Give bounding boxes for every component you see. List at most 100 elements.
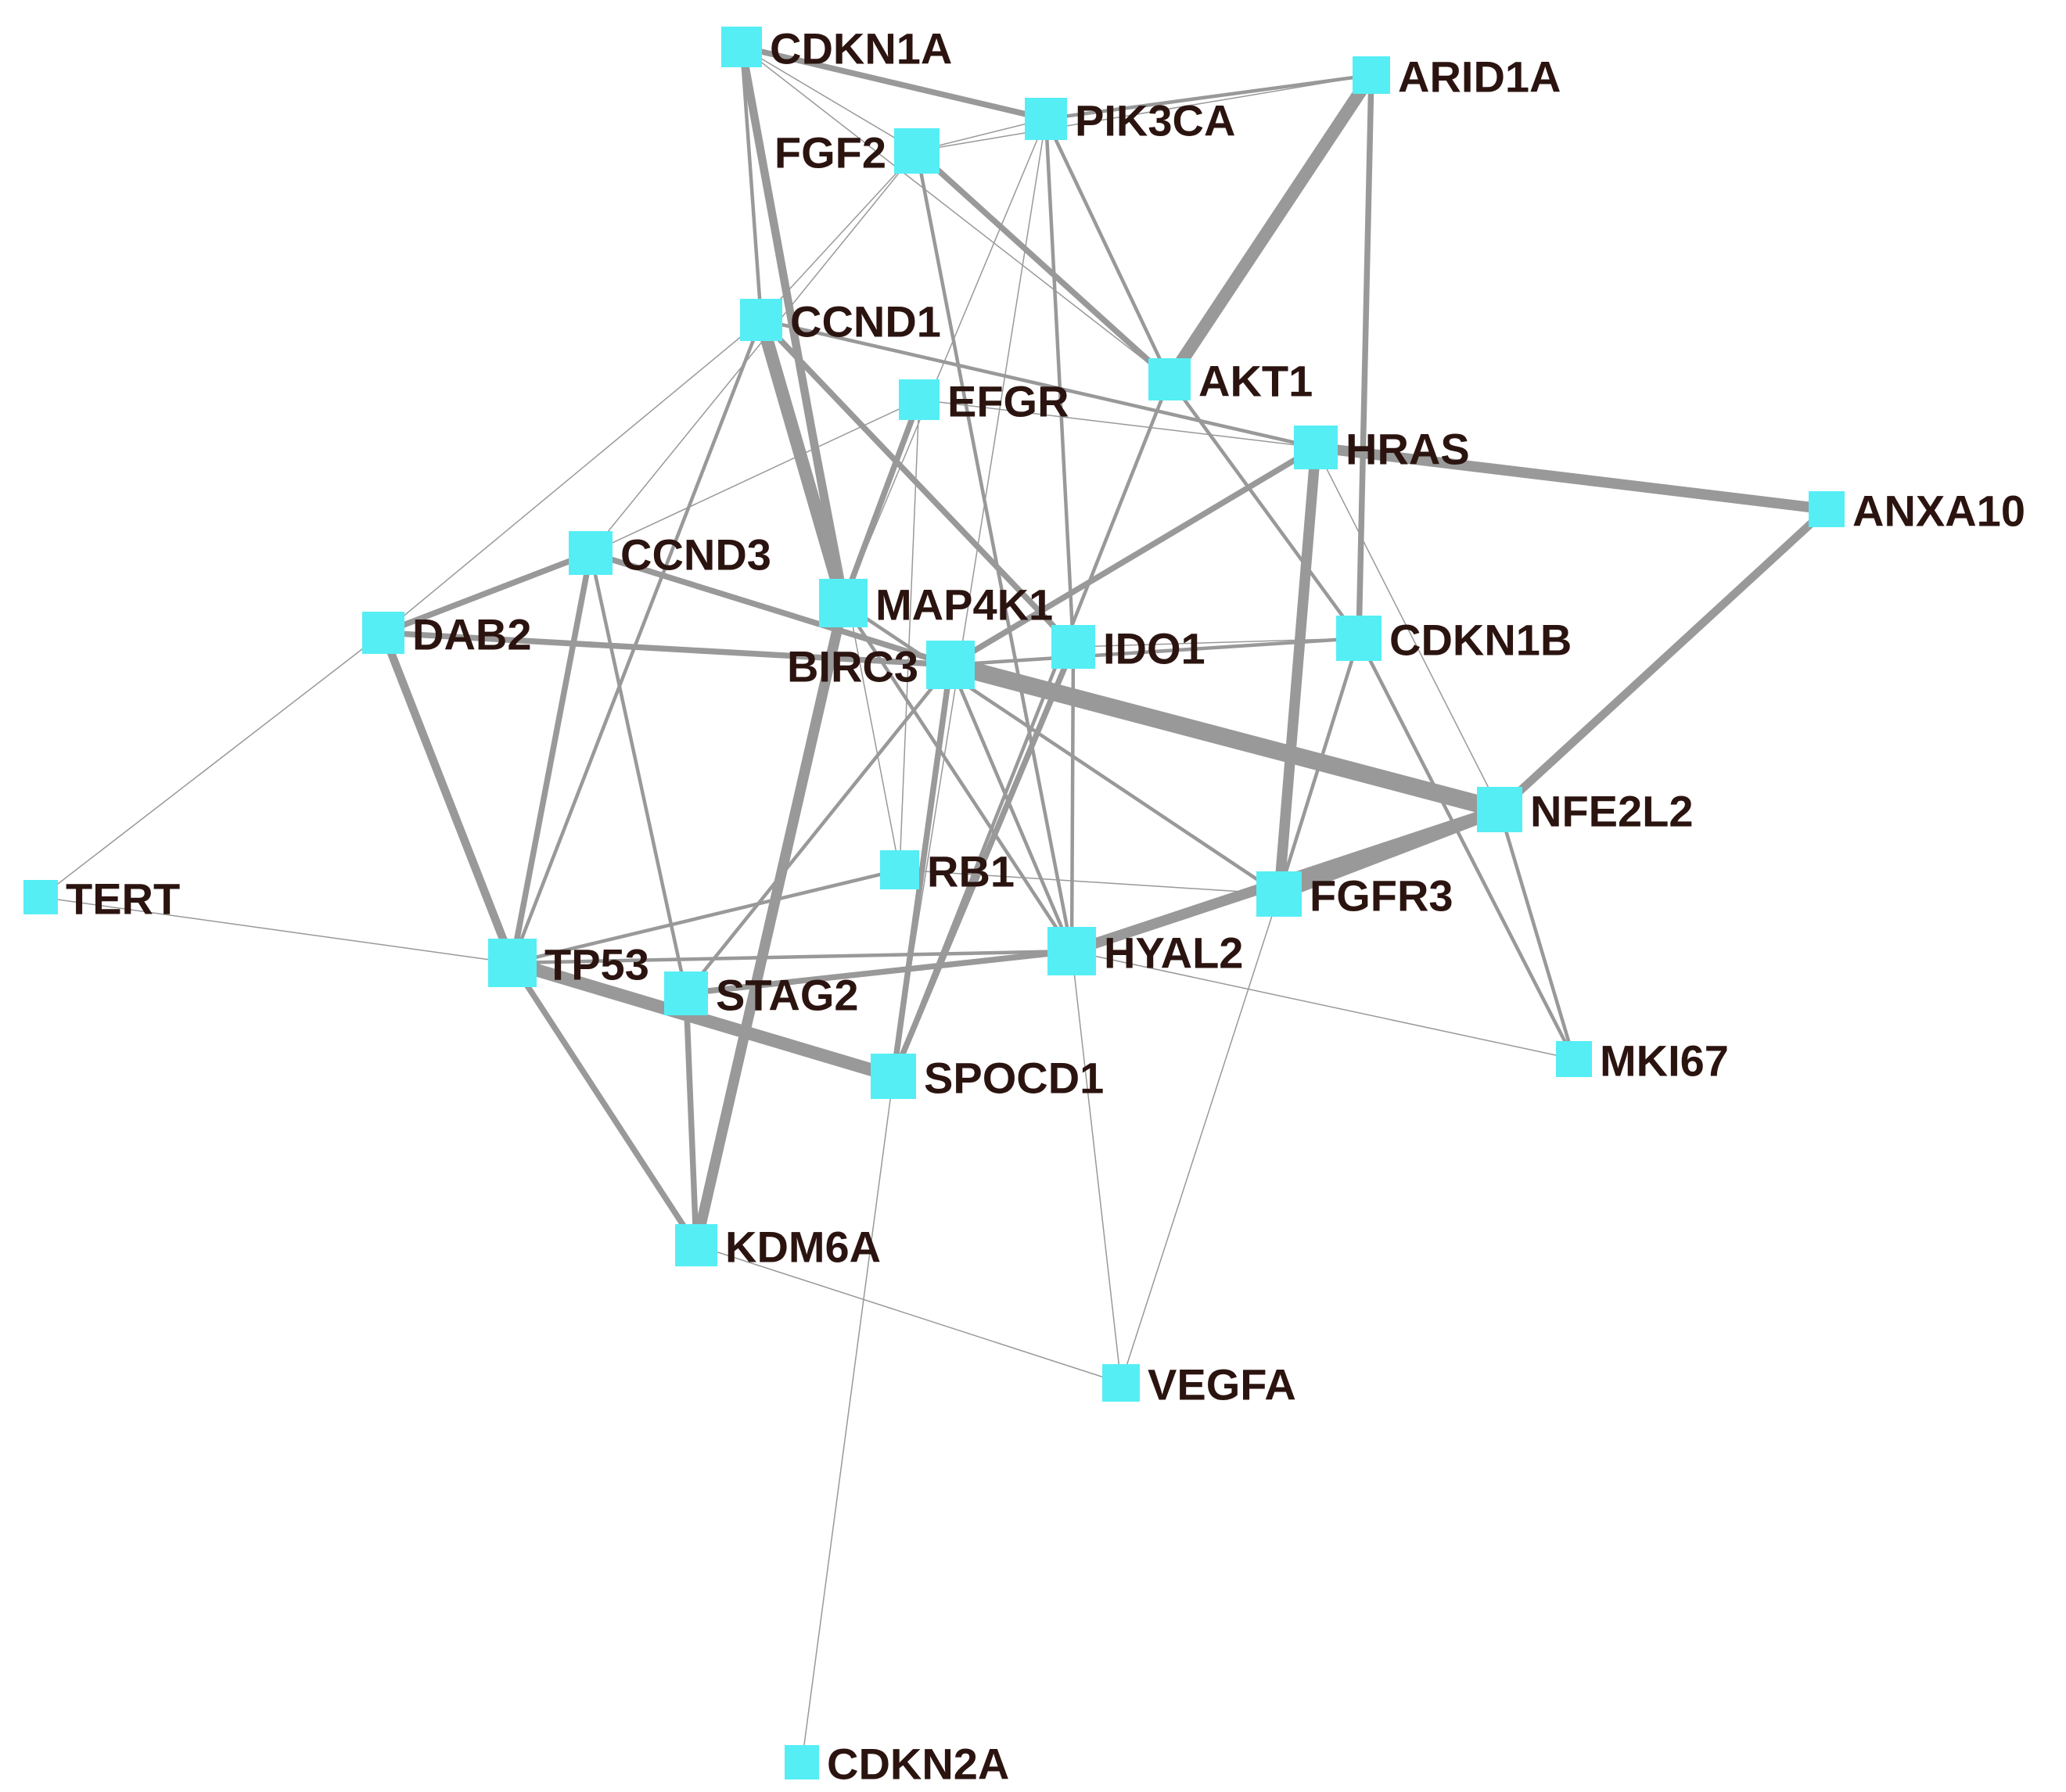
node-fgfr3[interactable]: FGFR3 bbox=[1256, 871, 1453, 921]
node-anxa10[interactable]: ANXA10 bbox=[1809, 487, 2025, 536]
node-label-mki67: MKI67 bbox=[1600, 1036, 1729, 1086]
node-label-map4k1: MAP4K1 bbox=[875, 580, 1053, 630]
node-marker-stag2[interactable] bbox=[664, 971, 708, 1015]
node-cdkn1b[interactable]: CDKN1B bbox=[1336, 616, 1572, 665]
node-marker-spocd1[interactable] bbox=[871, 1054, 916, 1099]
edge-map4k1-fgfr3 bbox=[842, 602, 1281, 896]
node-mki67[interactable]: MKI67 bbox=[1556, 1036, 1729, 1086]
node-marker-efgr[interactable] bbox=[899, 379, 940, 420]
node-birc3[interactable]: BIRC3 bbox=[787, 641, 975, 691]
node-label-fgfr3: FGFR3 bbox=[1310, 871, 1453, 921]
node-hyal2[interactable]: HYAL2 bbox=[1047, 927, 1243, 978]
node-marker-kdm6a[interactable] bbox=[675, 1224, 717, 1266]
node-label-efgr: EFGR bbox=[947, 377, 1069, 426]
node-marker-fgfr3[interactable] bbox=[1256, 871, 1302, 917]
node-ccnd3[interactable]: CCND3 bbox=[569, 530, 771, 580]
node-marker-nfe2l2[interactable] bbox=[1477, 787, 1522, 832]
node-dab2[interactable]: DAB2 bbox=[362, 610, 531, 659]
node-marker-vegfa[interactable] bbox=[1102, 1364, 1140, 1402]
edge-cdkn1a-pik3ca bbox=[741, 44, 1047, 122]
node-hras[interactable]: HRAS bbox=[1294, 425, 1470, 474]
node-fgf2[interactable]: FGF2 bbox=[774, 128, 940, 178]
edge-anxa10-nfe2l2 bbox=[1497, 506, 1830, 813]
node-rb1[interactable]: RB1 bbox=[880, 847, 1015, 896]
node-marker-ccnd1[interactable] bbox=[740, 299, 782, 341]
edge-hyal2-mki67 bbox=[1071, 950, 1575, 1060]
node-marker-akt1[interactable] bbox=[1148, 358, 1191, 400]
edge-birc3-nfe2l2 bbox=[948, 656, 1502, 818]
node-marker-ido1[interactable] bbox=[1051, 625, 1095, 669]
edge-hyal2-vegfa bbox=[1071, 950, 1122, 1384]
edge-ccnd1-map4k1 bbox=[755, 318, 850, 605]
node-marker-tert[interactable] bbox=[23, 880, 58, 914]
node-spocd1[interactable]: SPOCD1 bbox=[871, 1054, 1104, 1103]
edge-fgf2-ccnd3 bbox=[590, 150, 918, 554]
node-vegfa[interactable]: VEGFA bbox=[1102, 1360, 1296, 1410]
edge-arid1a-fgf2 bbox=[916, 74, 1372, 152]
node-marker-birc3[interactable] bbox=[926, 641, 975, 689]
edge-ccnd1-dab2 bbox=[383, 319, 762, 634]
node-marker-fgf2[interactable] bbox=[894, 128, 940, 174]
edge-hyal2-stag2 bbox=[685, 948, 1073, 997]
edge-spocd1-cdkn2a bbox=[801, 1076, 894, 1763]
edge-dab2-tert bbox=[40, 632, 384, 898]
edge-dab2-tp53 bbox=[379, 631, 516, 964]
node-label-cdkn2a: CDKN2A bbox=[827, 1740, 1009, 1789]
node-marker-pik3ca[interactable] bbox=[1025, 98, 1067, 140]
edge-rb1-fgfr3 bbox=[899, 869, 1280, 895]
node-label-spocd1: SPOCD1 bbox=[924, 1054, 1104, 1103]
node-tp53[interactable]: TP53 bbox=[488, 939, 649, 989]
node-cdkn2a[interactable]: CDKN2A bbox=[785, 1740, 1009, 1789]
edge-cdkn1a-rb1 bbox=[741, 46, 900, 871]
node-map4k1[interactable]: MAP4K1 bbox=[819, 579, 1053, 630]
node-label-ccnd1: CCND1 bbox=[790, 297, 941, 347]
node-pik3ca[interactable]: PIK3CA bbox=[1025, 96, 1235, 145]
edge-hras-anxa10 bbox=[1315, 442, 1827, 515]
node-marker-mki67[interactable] bbox=[1556, 1041, 1592, 1077]
edge-fgfr3-vegfa bbox=[1120, 893, 1280, 1384]
edge-kdm6a-vegfa bbox=[695, 1244, 1122, 1384]
node-label-hyal2: HYAL2 bbox=[1104, 928, 1243, 978]
node-ido1[interactable]: IDO1 bbox=[1051, 624, 1205, 673]
edge-pik3ca-ido1 bbox=[1044, 118, 1076, 648]
node-kdm6a[interactable]: KDM6A bbox=[675, 1223, 881, 1272]
node-marker-cdkn1a[interactable] bbox=[721, 27, 762, 67]
edge-birc3-stag2 bbox=[684, 663, 952, 995]
edge-hras-nfe2l2 bbox=[1315, 447, 1500, 810]
edge-rb1-tp53 bbox=[512, 867, 900, 965]
edge-cdkn1a-map4k1 bbox=[737, 46, 848, 604]
node-akt1[interactable]: AKT1 bbox=[1148, 357, 1313, 406]
node-nfe2l2[interactable]: NFE2L2 bbox=[1477, 787, 1694, 836]
edge-arid1a-akt1 bbox=[1164, 71, 1377, 383]
node-efgr[interactable]: EFGR bbox=[899, 377, 1069, 426]
node-marker-hyal2[interactable] bbox=[1047, 927, 1096, 975]
node-marker-ccnd3[interactable] bbox=[569, 531, 613, 575]
node-marker-rb1[interactable] bbox=[880, 850, 919, 889]
edge-ido1-spocd1 bbox=[890, 645, 1076, 1078]
node-marker-anxa10[interactable] bbox=[1809, 491, 1845, 527]
node-marker-cdkn1b[interactable] bbox=[1336, 616, 1382, 661]
node-marker-hras[interactable] bbox=[1294, 426, 1338, 469]
edge-cdkn1b-birc3 bbox=[950, 636, 1360, 667]
node-marker-map4k1[interactable] bbox=[819, 579, 868, 627]
node-label-kdm6a: KDM6A bbox=[725, 1223, 881, 1272]
node-cdkn1a[interactable]: CDKN1A bbox=[721, 24, 952, 74]
node-marker-cdkn2a[interactable] bbox=[785, 1745, 819, 1779]
node-marker-dab2[interactable] bbox=[362, 612, 404, 654]
edge-dab2-birc3 bbox=[383, 630, 951, 668]
node-stag2[interactable]: STAG2 bbox=[664, 971, 859, 1020]
node-label-pik3ca: PIK3CA bbox=[1075, 96, 1235, 145]
node-marker-tp53[interactable] bbox=[488, 939, 537, 987]
node-tert[interactable]: TERT bbox=[23, 874, 180, 924]
node-label-stag2: STAG2 bbox=[716, 971, 859, 1020]
node-ccnd1[interactable]: CCND1 bbox=[740, 297, 941, 347]
edge-birc3-spocd1 bbox=[890, 664, 954, 1077]
node-marker-arid1a[interactable] bbox=[1353, 56, 1390, 94]
edge-efgr-ccnd3 bbox=[590, 399, 920, 554]
edge-hras-birc3 bbox=[949, 444, 1317, 668]
node-label-tp53: TP53 bbox=[544, 940, 649, 989]
node-arid1a[interactable]: ARID1A bbox=[1353, 52, 1561, 102]
